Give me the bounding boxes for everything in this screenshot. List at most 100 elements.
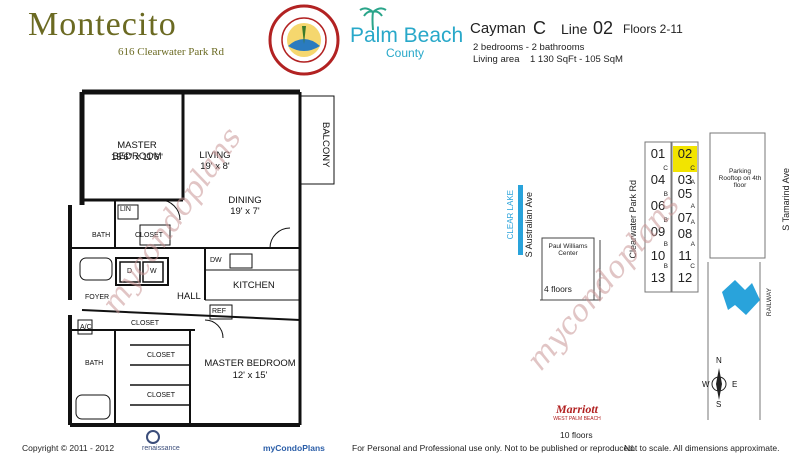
compass-e: E bbox=[732, 380, 738, 389]
unit-number: 04 bbox=[650, 172, 666, 187]
palm-tree-icon bbox=[359, 7, 387, 30]
bedrooms-baths: 2 bedrooms - 2 bathrooms bbox=[473, 42, 585, 53]
paul-williams-center-label: Paul Williams Center bbox=[548, 243, 588, 257]
unit-type-letter: B bbox=[663, 217, 668, 224]
unit-number: 03 bbox=[677, 172, 693, 187]
marriott-logo: Marriott bbox=[555, 402, 598, 416]
unit-type-letter: A bbox=[690, 203, 695, 210]
closet-2-label: CLOSET bbox=[131, 320, 160, 327]
refrigerator-label: REF bbox=[212, 308, 226, 315]
s-australian-ave-label: S Australian Ave bbox=[524, 192, 534, 258]
county-logo-sub: County bbox=[386, 46, 425, 60]
unit-type-letter: B bbox=[663, 241, 668, 248]
line-number: 02 bbox=[593, 18, 614, 38]
s-tamarind-ave-label: S Tamarind Ave bbox=[781, 168, 791, 231]
washer-label: W bbox=[150, 268, 157, 275]
county-logo-title: Palm Beach bbox=[350, 24, 464, 47]
unit-type-letter: C bbox=[690, 165, 695, 172]
unit-type-letter: A bbox=[690, 179, 695, 186]
unit-type-letter: A bbox=[690, 219, 695, 226]
unit-type-letter: C bbox=[690, 263, 695, 270]
unit-number: 08 bbox=[677, 226, 693, 241]
compass-w: W bbox=[702, 380, 710, 389]
dining-label: DINING bbox=[228, 195, 262, 206]
mycondoplans-text: myCondoPlans bbox=[263, 443, 325, 453]
master-bedroom-1-label: MASTER BEDROOM bbox=[112, 140, 162, 162]
closet-1-label: CLOSET bbox=[135, 232, 164, 239]
master-bedroom-2-label: MASTER BEDROOM bbox=[204, 358, 296, 369]
unit-12: 12 bbox=[673, 270, 697, 290]
unit-type-letter: B bbox=[663, 263, 668, 270]
living-area-value: 1 130 SqFt - 105 SqM bbox=[530, 54, 623, 65]
model-letter: C bbox=[533, 18, 546, 38]
building-address: 616 Clearwater Park Rd bbox=[118, 46, 224, 58]
copyright: Copyright © 2011 - 2012 bbox=[22, 443, 115, 453]
parking-rooftop-label: Parking Rooftop on 4th floor bbox=[718, 168, 762, 189]
living-size: 19' x 8' bbox=[200, 161, 230, 172]
compass-s: S bbox=[716, 400, 722, 409]
marriott-sub: WEST PALM BEACH bbox=[553, 416, 601, 422]
foyer-label: FOYER bbox=[85, 294, 110, 301]
unit-number: 06 bbox=[650, 198, 666, 213]
linen-closet-label: LIN bbox=[120, 206, 131, 213]
floors-range: Floors 2-11 bbox=[623, 22, 683, 36]
living-area-label: Living area bbox=[473, 54, 520, 65]
clear-lake-label: CLEAR LAKE bbox=[506, 190, 515, 240]
living-label: LIVING bbox=[199, 150, 231, 161]
renaissance-logo-icon bbox=[146, 430, 160, 444]
unit-number: 02 bbox=[677, 146, 693, 161]
model-name: Cayman bbox=[470, 20, 526, 37]
unit-type-letter: A bbox=[690, 241, 695, 248]
bath-2-label: BATH bbox=[85, 360, 104, 367]
personal-use-notice: For Personal and Professional use only. … bbox=[352, 443, 636, 453]
unit-number: 07 bbox=[677, 210, 693, 225]
unit-number: 10 bbox=[650, 248, 666, 263]
compass-n: N bbox=[716, 356, 722, 365]
dryer-label: D bbox=[127, 268, 133, 275]
unit-number: 12 bbox=[677, 270, 693, 285]
kitchen-label: KITCHEN bbox=[233, 280, 275, 291]
unit-type-letter: B bbox=[663, 191, 668, 198]
unit-13: 13 bbox=[646, 270, 670, 292]
dishwasher-label: DW bbox=[210, 257, 222, 264]
dining-size: 19' x 7' bbox=[230, 206, 260, 217]
ten-floors-label: 10 floors bbox=[560, 430, 593, 440]
closet-3-label: CLOSET bbox=[147, 352, 176, 359]
unit-type-letter: C bbox=[663, 165, 668, 172]
ac-label: A/C bbox=[80, 324, 92, 331]
line-label: Line bbox=[561, 21, 588, 37]
railway-label: RAILWAY bbox=[766, 288, 773, 317]
unit-number: 01 bbox=[650, 146, 666, 161]
unit-number: 13 bbox=[650, 270, 666, 285]
city-seal-logo bbox=[268, 4, 340, 76]
unit-number: 09 bbox=[650, 224, 666, 239]
unit-number: 11 bbox=[678, 248, 692, 263]
bath-1-label: BATH bbox=[92, 232, 111, 239]
master-bedroom-1-size: 15'6'' x 11'6'' bbox=[111, 152, 163, 163]
not-to-scale-notice: Not to scale. All dimensions approximate… bbox=[624, 443, 780, 453]
four-floors-label: 4 floors bbox=[544, 284, 572, 294]
master-bedroom-2-size: 12' x 15' bbox=[232, 370, 268, 381]
unit-number: 05 bbox=[677, 186, 693, 201]
building-name: Montecito bbox=[28, 6, 177, 43]
renaissance-text: renaissance bbox=[142, 445, 180, 452]
balcony-label: BALCONY bbox=[320, 122, 331, 168]
hall-label: HALL bbox=[177, 291, 201, 302]
closet-4-label: CLOSET bbox=[147, 392, 176, 399]
